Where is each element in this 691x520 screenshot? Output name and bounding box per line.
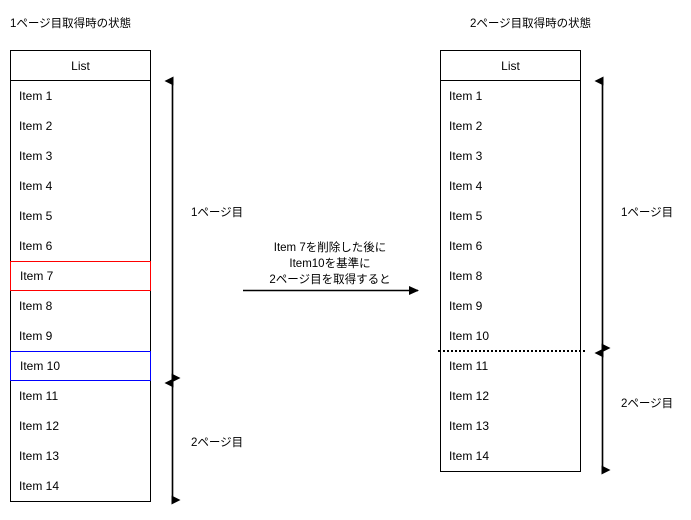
list-box-right: List Item 1 Item 2 Item 3 Item 4 Item 5 … [440,50,581,472]
list-item-row[interactable]: Item 8 [19,299,53,313]
range-label-right-page2: 2ページ目 [621,398,674,410]
list-item-row[interactable]: Item 8 [449,269,483,283]
list-item-row[interactable]: Item 6 [449,239,483,253]
list-item-row[interactable]: Item 3 [449,149,483,163]
list-box-left: List Item 1 Item 2 Item 3 Item 4 Item 5 … [10,50,151,502]
list-rows-left: Item 1 Item 2 Item 3 Item 4 Item 5 Item … [10,81,151,501]
list-item-row[interactable]: Item 11 [449,359,489,373]
list-header-right: List [441,51,580,81]
list-item-row[interactable]: Item 14 [449,449,490,463]
list-item-row[interactable]: Item 10 [449,329,490,343]
list-item-row[interactable]: Item 13 [449,419,490,433]
list-item-row[interactable]: Item 2 [449,119,483,133]
list-item-row[interactable]: Item 5 [19,209,53,223]
range-label-right-page1: 1ページ目 [621,207,674,219]
transition-note-line-2: Item10を基準に [289,258,371,270]
panel-title-right: 2ページ目取得時の状態 [470,18,592,30]
panel-title-left: 1ページ目取得時の状態 [10,18,132,30]
list-item-row[interactable]: Item 9 [449,299,483,313]
page-boundary-divider [438,350,585,352]
list-item-row[interactable]: Item 13 [19,449,60,463]
list-item-row[interactable]: Item 5 [449,209,483,223]
list-item-row[interactable]: Item 11 [19,389,59,403]
transition-note: Item 7を削除した後に Item10を基準に 2ページ目を取得すると [235,240,425,288]
list-item-row-cursor[interactable]: Item 10 [10,351,151,381]
list-rows-right: Item 1 Item 2 Item 3 Item 4 Item 5 Item … [441,81,580,471]
list-header-left: List [11,51,150,81]
list-item-row[interactable]: Item 1 [449,89,483,103]
list-item-row[interactable]: Item 1 [19,89,53,103]
list-item-row[interactable]: Item 4 [19,179,53,193]
list-item-row[interactable]: Item 12 [449,389,490,403]
list-item-row[interactable]: Item 3 [19,149,53,163]
list-item-row[interactable]: Item 4 [449,179,483,193]
range-label-left-page2: 2ページ目 [191,437,244,449]
transition-note-line-1: Item 7を削除した後に [273,242,387,254]
transition-note-line-3: 2ページ目を取得すると [269,274,391,286]
list-item-row[interactable]: Item 9 [19,329,53,343]
list-item-row[interactable]: Item 12 [19,419,60,433]
list-item-row[interactable]: Item 2 [19,119,53,133]
list-item-row[interactable]: Item 14 [19,479,60,493]
list-item-row-deleted[interactable]: Item 7 [10,261,151,291]
range-label-left-page1: 1ページ目 [191,207,244,219]
list-item-row[interactable]: Item 6 [19,239,53,253]
